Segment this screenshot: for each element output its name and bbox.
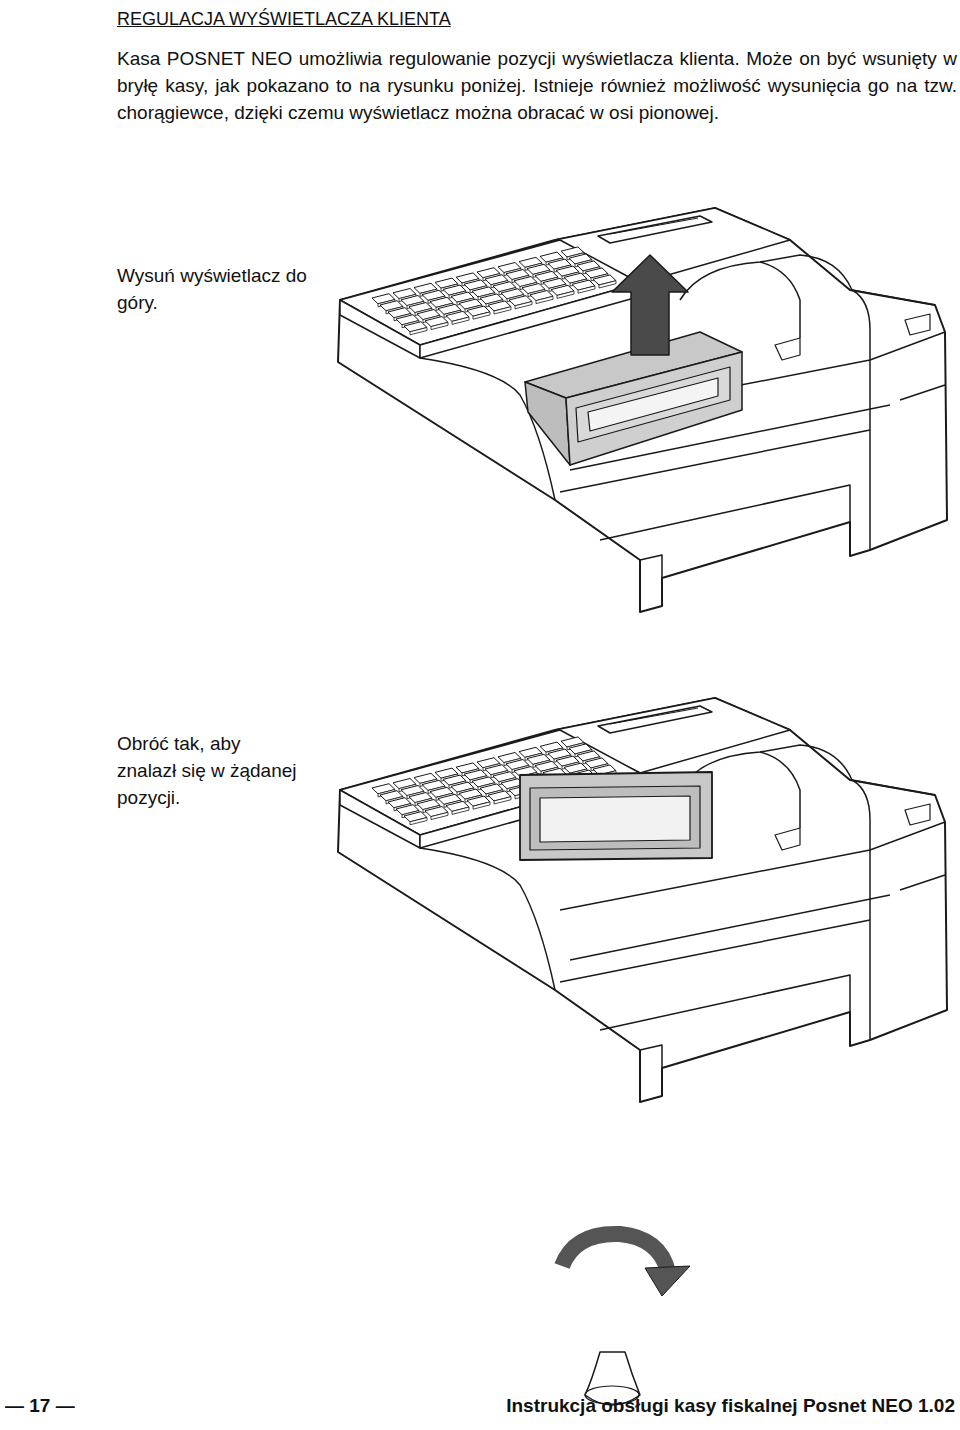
side-line	[900, 875, 945, 890]
front-line	[570, 895, 890, 960]
cover-notch	[905, 314, 930, 335]
key-side	[515, 302, 532, 309]
key-side	[578, 286, 595, 293]
key-side	[557, 291, 574, 298]
page-number: — 17 —	[5, 1392, 125, 1419]
cash-register	[338, 208, 947, 612]
key-side	[410, 328, 427, 335]
printer-cover	[680, 255, 935, 305]
paper-slot	[598, 216, 712, 243]
key-side	[494, 797, 511, 804]
keypad	[372, 247, 616, 335]
key-side	[599, 281, 616, 288]
display-front	[520, 772, 712, 860]
key-side	[431, 812, 448, 819]
cover-notch	[775, 828, 800, 850]
section-title: REGULACJA WYŚWIETLACZA KLIENTA	[117, 9, 451, 30]
key-side	[473, 312, 490, 319]
display-side	[525, 382, 570, 465]
rotate-arrow	[562, 1234, 668, 1272]
display-screen	[540, 796, 690, 842]
foot	[640, 1045, 662, 1068]
printer-cover-edge	[852, 780, 870, 850]
paper-slot-line	[610, 708, 698, 724]
arrow-up	[612, 255, 688, 355]
display-front	[566, 352, 742, 465]
printer-cover-edge	[760, 752, 800, 828]
key-side	[536, 296, 553, 303]
key-side	[410, 818, 427, 825]
body-curve	[420, 848, 555, 990]
footer-text: Instrukcja obsługi kasy fiskalnej Posnet…	[440, 1392, 955, 1419]
cash-register	[338, 698, 947, 1405]
paper-slot-line	[610, 218, 698, 234]
key-side	[452, 807, 469, 814]
key-side	[494, 307, 511, 314]
key-side	[452, 317, 469, 324]
printer-top	[555, 208, 790, 283]
printer-cover-edge	[852, 290, 870, 360]
foot	[640, 555, 662, 578]
body-paragraph: Kasa POSNET NEO umożliwia regulowanie po…	[117, 45, 957, 126]
front-line	[600, 975, 850, 1030]
side-line	[900, 385, 945, 400]
rotate-arrow-head	[645, 1266, 690, 1296]
paper-slot	[598, 706, 712, 733]
printer-cover	[680, 745, 935, 795]
key-side	[473, 802, 490, 809]
side-edge	[869, 360, 871, 550]
cover-notch	[775, 338, 800, 360]
printer-top	[555, 698, 790, 773]
instruction-text: Wysuń wyświetlacz do góry.	[117, 262, 332, 316]
cover-notch	[905, 804, 930, 825]
front-line	[600, 485, 850, 540]
front-line	[560, 920, 870, 982]
side-edge	[869, 850, 871, 1040]
display-screen-frame	[530, 786, 700, 850]
key-side	[431, 322, 448, 329]
instruction-text: Obróć tak, aby znalazł się w żądanej poz…	[117, 730, 297, 811]
register-body	[338, 208, 947, 612]
display-screen-frame	[576, 367, 730, 442]
deck-edge	[420, 283, 645, 358]
display-screen	[588, 378, 718, 431]
printer-cover-edge	[760, 262, 800, 338]
register-body	[338, 698, 947, 1102]
